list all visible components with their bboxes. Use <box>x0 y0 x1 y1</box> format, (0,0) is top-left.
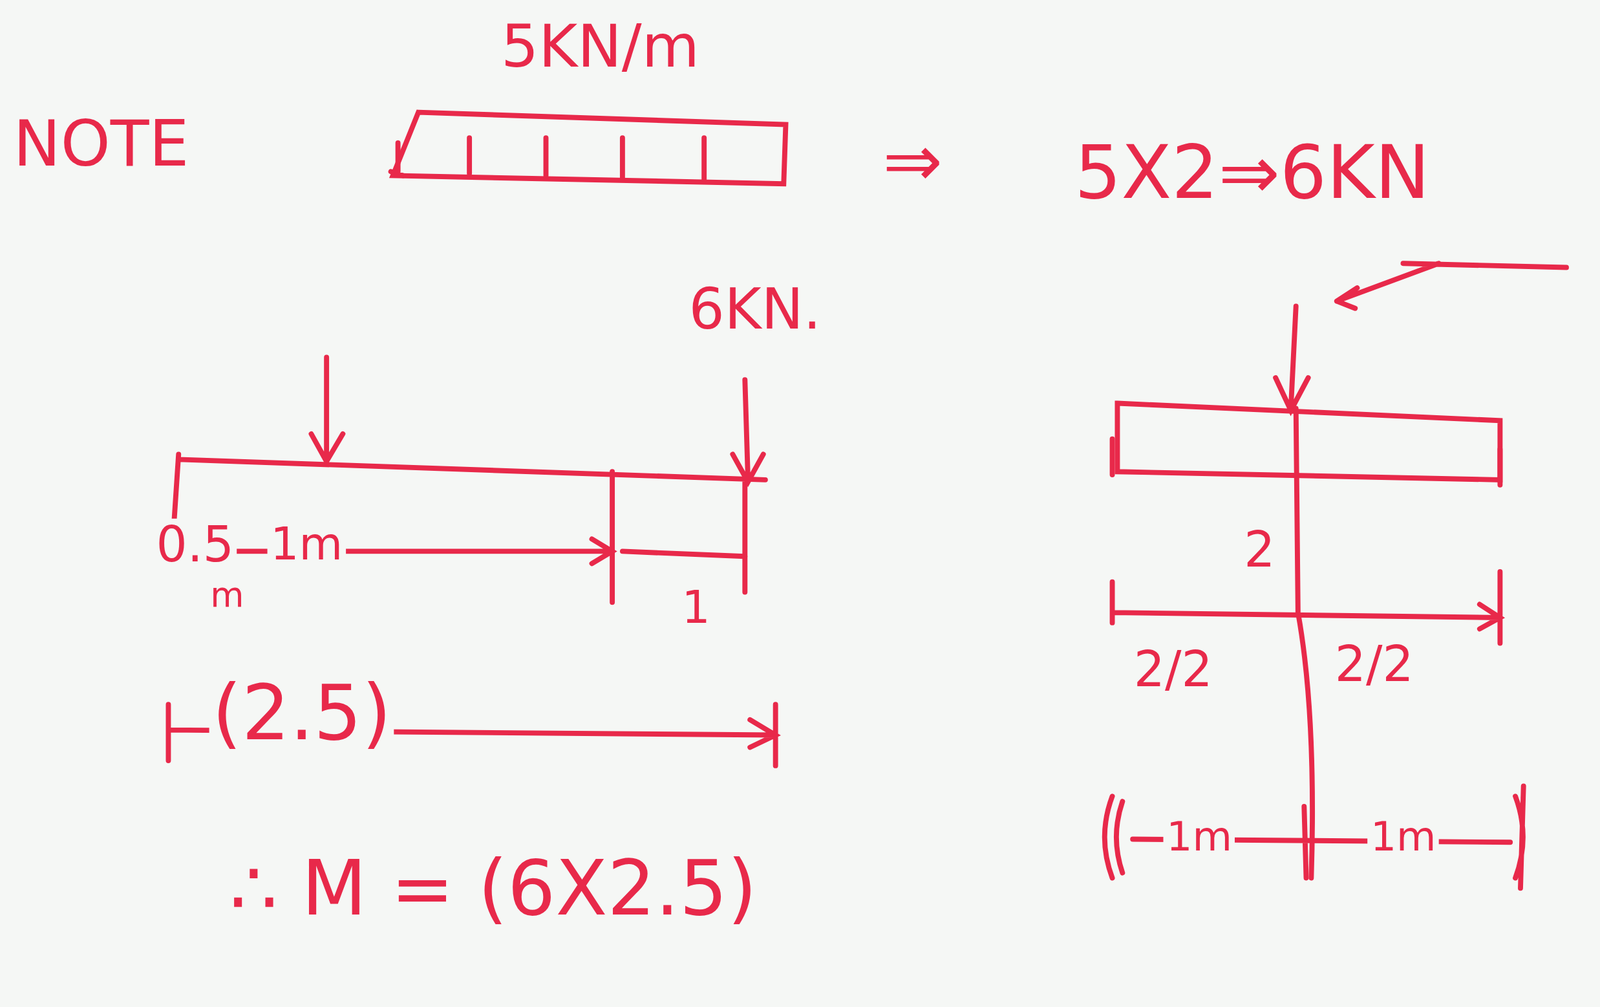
sketch-label: (2.5) <box>209 673 395 754</box>
beam <box>1117 403 1500 480</box>
sketch-label: 2/2 <box>1130 642 1216 695</box>
sketch-label: ⇒ <box>879 124 946 200</box>
sketch-label: 1m <box>267 520 346 568</box>
sketch-label: 0.5 <box>153 518 238 571</box>
sketch-label: ∴ M = (6X2.5) <box>226 848 760 929</box>
dimension-bracket <box>1104 785 1524 888</box>
sketch-label: 6KN. <box>685 280 825 340</box>
sketch-label: 1 <box>678 583 714 631</box>
load-arrow <box>732 379 763 482</box>
sketch-label: 2/2 <box>1331 638 1417 690</box>
beam <box>173 453 766 602</box>
note-heading: NOTE <box>10 109 192 177</box>
dimension-line <box>168 538 745 564</box>
load-arrow <box>1275 306 1309 411</box>
udl-arrows <box>391 137 705 180</box>
load-arrow <box>310 356 343 461</box>
udl-block <box>393 112 787 184</box>
pointer-arrow <box>1336 263 1567 308</box>
sketch-label: 1m <box>1367 814 1440 858</box>
dimension-line <box>1112 571 1501 643</box>
sketch-label: 1m <box>1162 814 1235 858</box>
sketch-label: m <box>206 576 247 613</box>
sketch-label: 5X2⇒6KN <box>1071 134 1433 212</box>
sketch-label: 5KN/m <box>497 15 703 78</box>
sketch-label: 2 <box>1240 523 1279 576</box>
